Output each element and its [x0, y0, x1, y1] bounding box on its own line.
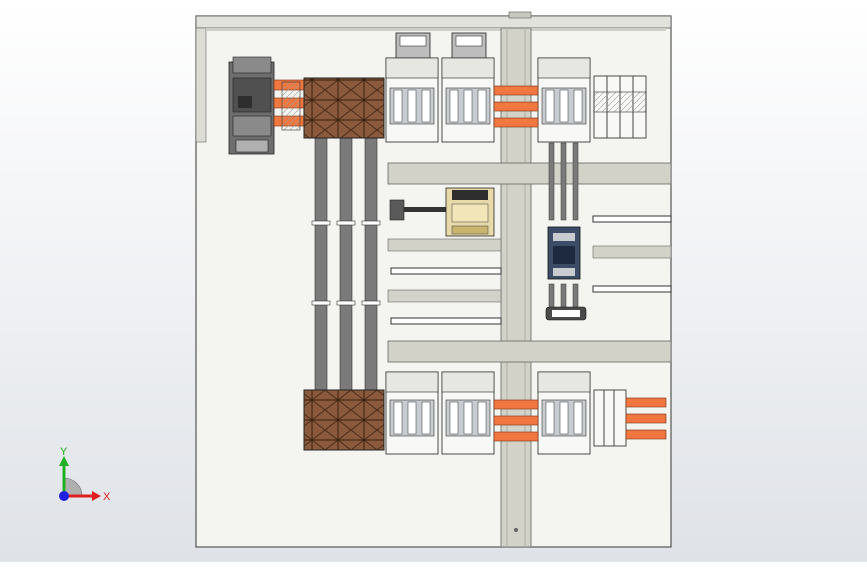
- main-breaker[interactable]: [228, 56, 275, 155]
- copper-distribution-block-bottom[interactable]: [303, 389, 385, 451]
- short-rail-right-1[interactable]: [592, 245, 672, 259]
- breaker-bottom-3[interactable]: [537, 371, 591, 455]
- busbar-links-top[interactable]: [493, 85, 539, 128]
- horizontal-rail-lower[interactable]: [387, 340, 672, 363]
- slot-bar-left-1[interactable]: [390, 267, 502, 275]
- small-terminal-block[interactable]: [389, 199, 446, 221]
- short-rail-left-2[interactable]: [387, 289, 502, 303]
- terminal-block-top-right[interactable]: [593, 75, 647, 139]
- copper-distribution-block-top[interactable]: [303, 77, 385, 139]
- breaker-terminal-links[interactable]: [273, 79, 305, 131]
- contactor[interactable]: [547, 226, 581, 280]
- coordinate-triad: Y X: [59, 446, 111, 503]
- control-transformer[interactable]: [445, 187, 495, 237]
- short-rail-left-1[interactable]: [387, 238, 502, 252]
- slot-bar-right-2[interactable]: [592, 285, 672, 293]
- breaker-top-3[interactable]: [537, 57, 591, 143]
- slot-bar-right-1[interactable]: [592, 215, 672, 223]
- terminal-block-bottom-right[interactable]: [593, 389, 667, 447]
- x-axis-label: X: [103, 491, 111, 503]
- cable-gland[interactable]: [545, 306, 587, 321]
- breaker-top-1[interactable]: [385, 32, 439, 143]
- horizontal-rail-upper[interactable]: [387, 162, 672, 185]
- vertical-din-rail[interactable]: [500, 27, 532, 548]
- vertical-cable-bundle[interactable]: [311, 137, 381, 391]
- busbar-links-bottom[interactable]: [493, 399, 539, 442]
- breaker-top-2[interactable]: [441, 32, 495, 143]
- slot-bar-left-2[interactable]: [390, 317, 502, 325]
- breaker-bottom-2[interactable]: [441, 371, 495, 455]
- breaker-bottom-1[interactable]: [385, 371, 439, 455]
- y-axis-label: Y: [60, 446, 68, 458]
- contactor-cables[interactable]: [548, 142, 579, 311]
